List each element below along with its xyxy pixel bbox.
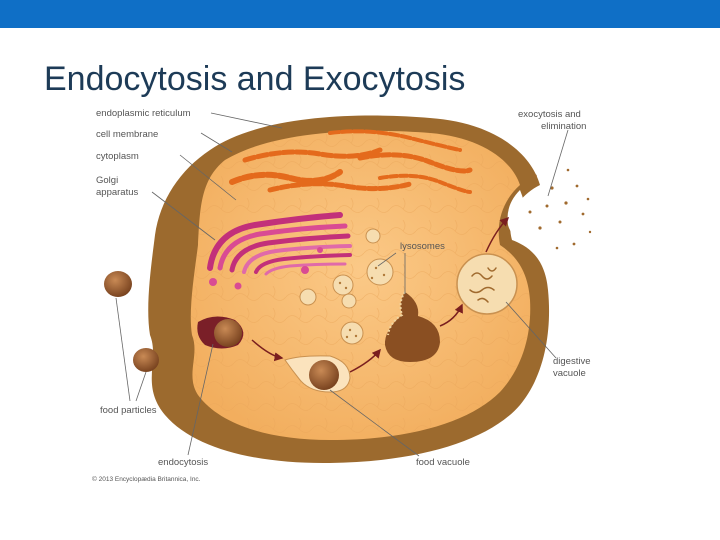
label-digestive-line2: vacuole bbox=[553, 368, 586, 379]
leader-lines bbox=[115, 112, 569, 457]
slide-title: Endocytosis and Exocytosis bbox=[44, 60, 466, 98]
label-food-particles: food particles bbox=[100, 405, 157, 416]
label-endoplasmic-reticulum: endoplasmic reticulum bbox=[96, 108, 191, 119]
label-endocytosis: endocytosis bbox=[158, 457, 208, 468]
fusing-lysosome bbox=[384, 292, 440, 362]
label-exocytosis-line2: elimination bbox=[541, 121, 586, 132]
endoplasmic-reticulum bbox=[229, 129, 473, 194]
exocytosis-debris bbox=[528, 168, 592, 250]
copyright-notice: © 2013 Encyclopædia Britannica, Inc. bbox=[92, 475, 201, 483]
golgi-vesicles bbox=[209, 247, 323, 290]
digestive-vacuole bbox=[456, 253, 518, 315]
process-arrows bbox=[251, 216, 510, 373]
label-cell-membrane: cell membrane bbox=[96, 129, 158, 140]
lysosomes bbox=[299, 228, 394, 345]
golgi-apparatus bbox=[207, 212, 352, 276]
label-food-vacuole: food vacuole bbox=[416, 457, 470, 468]
label-golgi-line1: Golgi bbox=[96, 175, 118, 186]
food-particles bbox=[104, 271, 159, 372]
exocytosis-pocket bbox=[507, 190, 529, 239]
label-cytoplasm: cytoplasm bbox=[96, 151, 139, 162]
label-lysosomes: lysosomes bbox=[400, 241, 445, 252]
label-digestive-line1: digestive bbox=[553, 356, 591, 367]
label-golgi-line2: apparatus bbox=[96, 187, 139, 198]
food-vacuole-particle bbox=[309, 360, 339, 390]
label-exocytosis-line1: exocytosis and bbox=[518, 109, 581, 120]
top-accent-bar bbox=[0, 0, 720, 28]
